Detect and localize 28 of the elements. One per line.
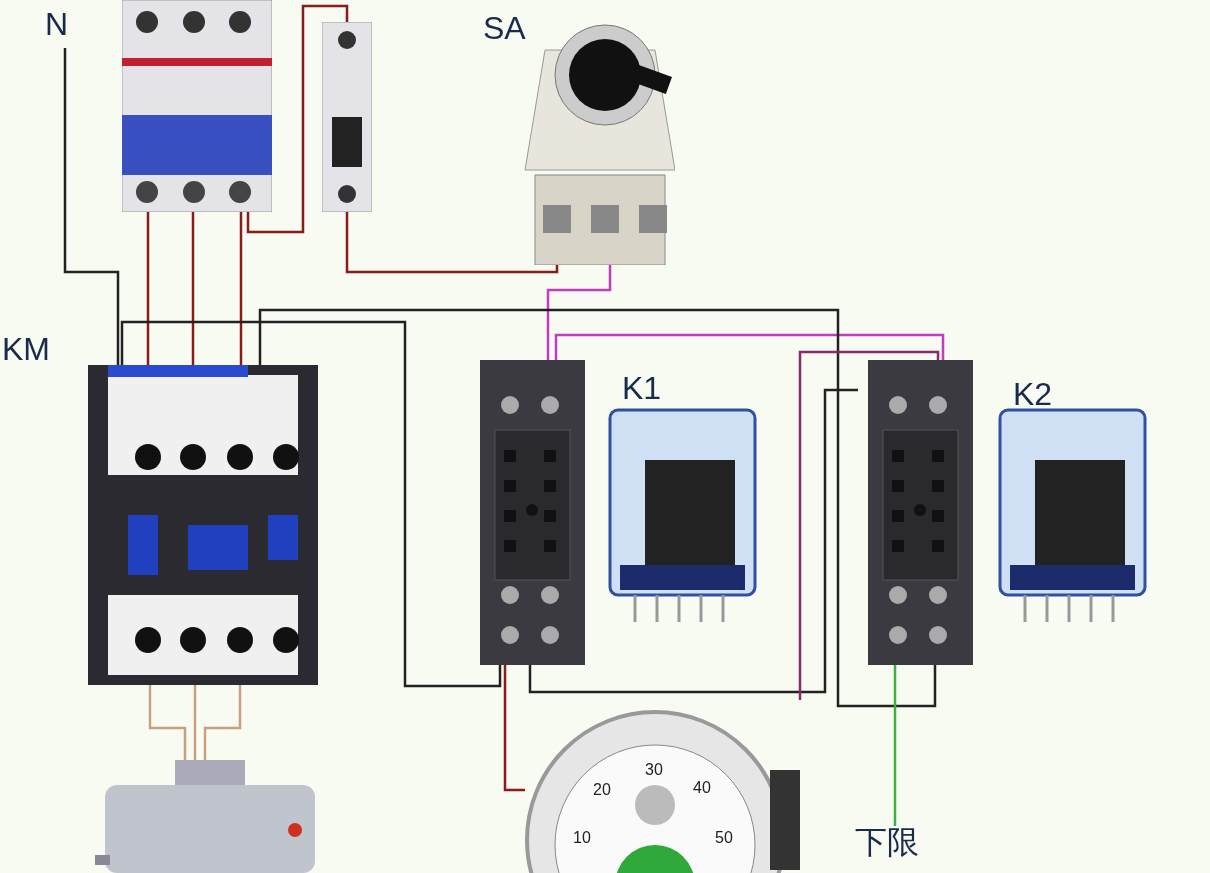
scale-number: 20 (593, 782, 611, 798)
wire (239, 212, 243, 365)
component-label: KM (2, 333, 50, 365)
wire (193, 685, 197, 760)
wire (546, 265, 612, 360)
wire (120, 320, 502, 688)
wire (345, 212, 559, 274)
wire (893, 665, 897, 826)
scale-number: 10 (573, 830, 591, 846)
wire (63, 48, 120, 365)
wire (258, 308, 937, 708)
wire (554, 333, 945, 360)
wire-label: 下限 (855, 824, 919, 860)
wire-label: N (45, 6, 69, 42)
scale-number: 40 (693, 780, 711, 796)
wire (148, 685, 187, 760)
wire (146, 212, 150, 365)
wire (798, 350, 940, 700)
scale-number: 50 (715, 830, 733, 846)
wire (246, 4, 349, 234)
component-label: SA (483, 12, 526, 44)
wire (528, 388, 858, 694)
component-label: K2 (1013, 378, 1053, 410)
wire (191, 212, 195, 365)
scale-number: 30 (645, 762, 663, 778)
component-label: K1 (622, 372, 662, 404)
wire (203, 685, 242, 760)
wire (503, 665, 525, 792)
